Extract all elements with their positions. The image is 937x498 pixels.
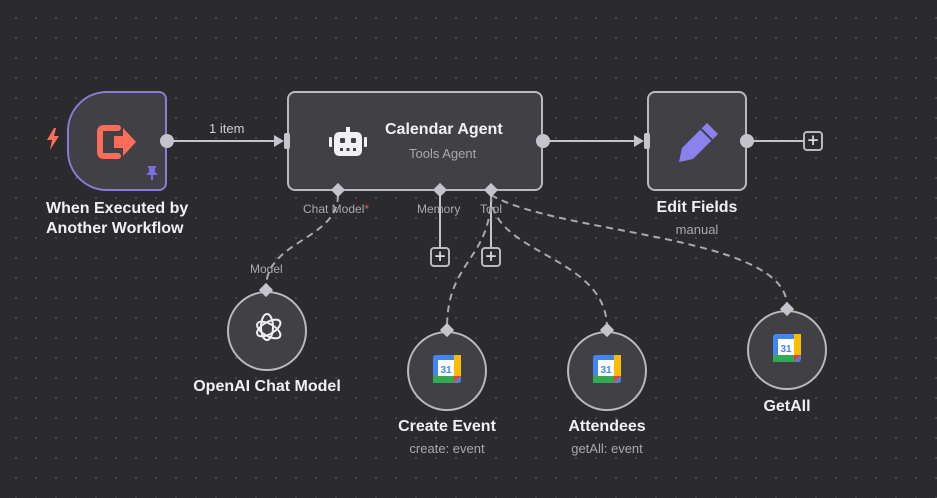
create-event-node[interactable]: 31	[407, 331, 487, 411]
pencil-icon	[677, 120, 721, 169]
model-port-label: Model	[250, 262, 283, 276]
calendar-agent-title: Calendar Agent	[385, 121, 503, 138]
edit-fields-input-handle[interactable]	[644, 133, 650, 149]
pin-icon[interactable]	[145, 166, 159, 185]
connection-tool-getall[interactable]	[490, 194, 788, 307]
memory-port-label: Memory	[417, 202, 461, 216]
trigger-node[interactable]	[67, 91, 167, 191]
trigger-node-title: When Executed by Another Workflow	[46, 200, 189, 237]
openai-chat-model-node[interactable]	[227, 291, 307, 371]
add-memory-button[interactable]: +	[430, 247, 450, 267]
agent-output-handle[interactable]	[536, 134, 550, 148]
openai-chat-model-title: OpenAI Chat Model	[193, 378, 341, 395]
add-tool-button[interactable]: +	[481, 247, 501, 267]
add-node-button[interactable]: +	[803, 131, 823, 151]
trigger-output-handle[interactable]	[160, 134, 174, 148]
getall-title: GetAll	[763, 398, 811, 415]
create-event-title: Create Event	[398, 418, 496, 435]
getall-node[interactable]: 31	[747, 310, 827, 390]
connection-tool-createevent[interactable]	[446, 194, 492, 329]
execute-workflow-trigger-icon	[96, 124, 138, 165]
edit-fields-title: Edit Fields	[656, 199, 738, 216]
edit-fields-output-handle[interactable]	[740, 134, 754, 148]
connection-chatmodel-openai[interactable]	[265, 194, 339, 289]
calendar-day-text: 31	[440, 365, 452, 376]
create-event-subtitle: create: event	[409, 441, 485, 456]
calendar-agent-subtitle: Tools Agent	[409, 146, 477, 161]
openai-logo-icon	[250, 312, 284, 351]
robot-icon	[329, 127, 367, 162]
tool-port-label: Tool	[480, 202, 503, 216]
agent-input-handle[interactable]	[284, 133, 290, 149]
google-calendar-icon: 31	[773, 333, 801, 367]
attendees-subtitle: getAll: event	[571, 441, 643, 456]
chat-model-port-label: Chat Model*	[303, 202, 370, 216]
connection-arrow-agent	[274, 135, 284, 147]
attendees-node[interactable]: 31	[567, 331, 647, 411]
edit-fields-subtitle: manual	[675, 222, 719, 237]
connection-tool-attendees[interactable]	[490, 194, 608, 329]
connection-arrow-editfields	[634, 135, 644, 147]
google-calendar-icon: 31	[433, 354, 461, 388]
lightning-icon	[46, 128, 60, 155]
google-calendar-icon: 31	[593, 354, 621, 388]
edit-fields-node[interactable]	[647, 91, 747, 191]
calendar-day-text: 31	[780, 344, 792, 355]
calendar-day-text: 31	[600, 365, 612, 376]
calendar-agent-node[interactable]: Calendar Agent Tools Agent	[287, 91, 543, 191]
attendees-title: Attendees	[568, 418, 646, 435]
connection-item-count: 1 item	[209, 121, 245, 136]
